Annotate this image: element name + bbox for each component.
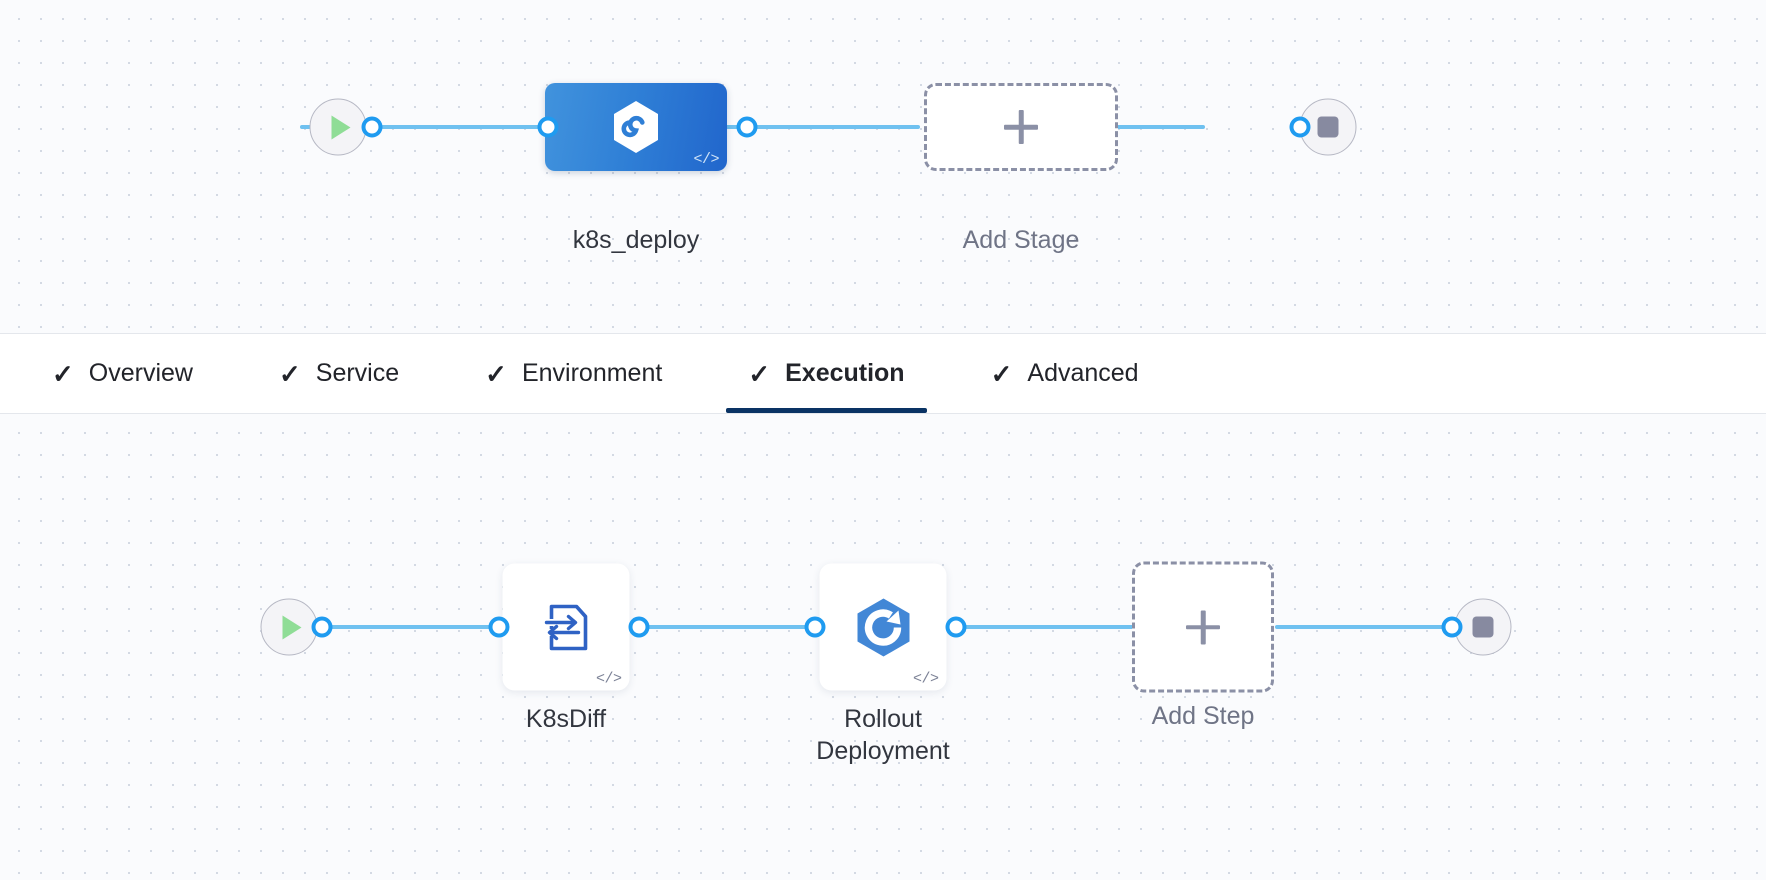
tab-label: Advanced [1027, 359, 1139, 387]
tab-label: Environment [521, 359, 663, 387]
port-exec-end-in[interactable] [1441, 616, 1463, 638]
stage-graph: </> k8s_deploy Add Stage [0, 0, 1766, 333]
port-rollout-out[interactable] [945, 616, 967, 638]
check-icon: ✓ [52, 358, 74, 389]
plus-icon [1004, 110, 1038, 144]
play-icon [331, 115, 351, 139]
diff-document-icon [544, 604, 587, 650]
tab-label: Overview [88, 359, 193, 387]
step-label-k8sdiff: K8sDiff [525, 705, 607, 733]
tab-service[interactable]: ✓ Service [257, 334, 421, 413]
port-k8s-deploy-out[interactable] [736, 116, 758, 138]
stop-icon [1472, 616, 1494, 638]
tab-label: Service [315, 359, 400, 387]
step-node-k8sdiff[interactable]: </> [502, 563, 630, 691]
tab-environment[interactable]: ✓ Environment [463, 334, 684, 413]
stage-graph-canvas[interactable]: </> k8s_deploy Add Stage [0, 0, 1766, 334]
edge-start-to-k8s-deploy [300, 125, 545, 129]
harness-hexagon-icon [614, 101, 658, 153]
port-k8sdiff-out[interactable] [628, 616, 650, 638]
edge-start-to-k8sdiff [290, 625, 510, 629]
check-icon: ✓ [990, 358, 1013, 389]
stage-node-k8s-deploy[interactable]: </> [545, 83, 727, 171]
add-stage-label: Add Stage [962, 226, 1080, 254]
stop-icon [1317, 116, 1339, 138]
step-node-rollout-deployment[interactable]: </> [819, 563, 947, 691]
execution-start-node[interactable] [260, 598, 318, 656]
check-icon: ✓ [278, 358, 301, 389]
stage-config-tabs: ✓ Overview ✓ Service ✓ Environment ✓ Exe… [0, 334, 1766, 414]
code-badge-icon: </> [912, 670, 939, 688]
port-k8sdiff-in[interactable] [488, 616, 510, 638]
tab-advanced[interactable]: ✓ Advanced [969, 334, 1161, 413]
tab-execution[interactable]: ✓ Execution [726, 334, 927, 413]
port-exec-start-out[interactable] [311, 616, 333, 638]
port-end-in[interactable] [1289, 116, 1311, 138]
rollout-hexagon-icon [857, 598, 909, 656]
edge-add-step-to-end [1275, 625, 1475, 629]
edge-k8sdiff-to-rollout [620, 625, 820, 629]
add-stage-node[interactable] [924, 83, 1118, 171]
pipeline-start-node[interactable] [309, 98, 367, 156]
code-badge-icon: </> [595, 670, 622, 688]
plus-icon [1186, 610, 1220, 644]
stage-label-k8s-deploy: k8s_deploy [572, 226, 700, 254]
execution-graph-canvas[interactable]: </> K8sDiff </> Rollout Deployment [0, 414, 1766, 880]
tab-overview[interactable]: ✓ Overview [30, 334, 215, 413]
execution-end-node[interactable] [1454, 598, 1512, 656]
step-label-rollout-deployment: Rollout Deployment [816, 705, 950, 765]
tab-label: Execution [785, 359, 905, 387]
port-rollout-in[interactable] [804, 616, 826, 638]
edge-rollout-to-add-step [940, 625, 1140, 629]
check-icon: ✓ [748, 358, 771, 389]
port-start-out[interactable] [361, 116, 383, 138]
play-icon [282, 615, 302, 639]
edge-k8s-deploy-to-add-stage [660, 125, 920, 129]
port-k8s-deploy-in[interactable] [537, 116, 559, 138]
execution-graph: </> K8sDiff </> Rollout Deployment [0, 414, 1766, 880]
code-badge-icon: </> [693, 151, 719, 168]
add-step-label: Add Step [1151, 702, 1255, 730]
check-icon: ✓ [485, 358, 507, 389]
add-step-node[interactable] [1132, 561, 1274, 693]
